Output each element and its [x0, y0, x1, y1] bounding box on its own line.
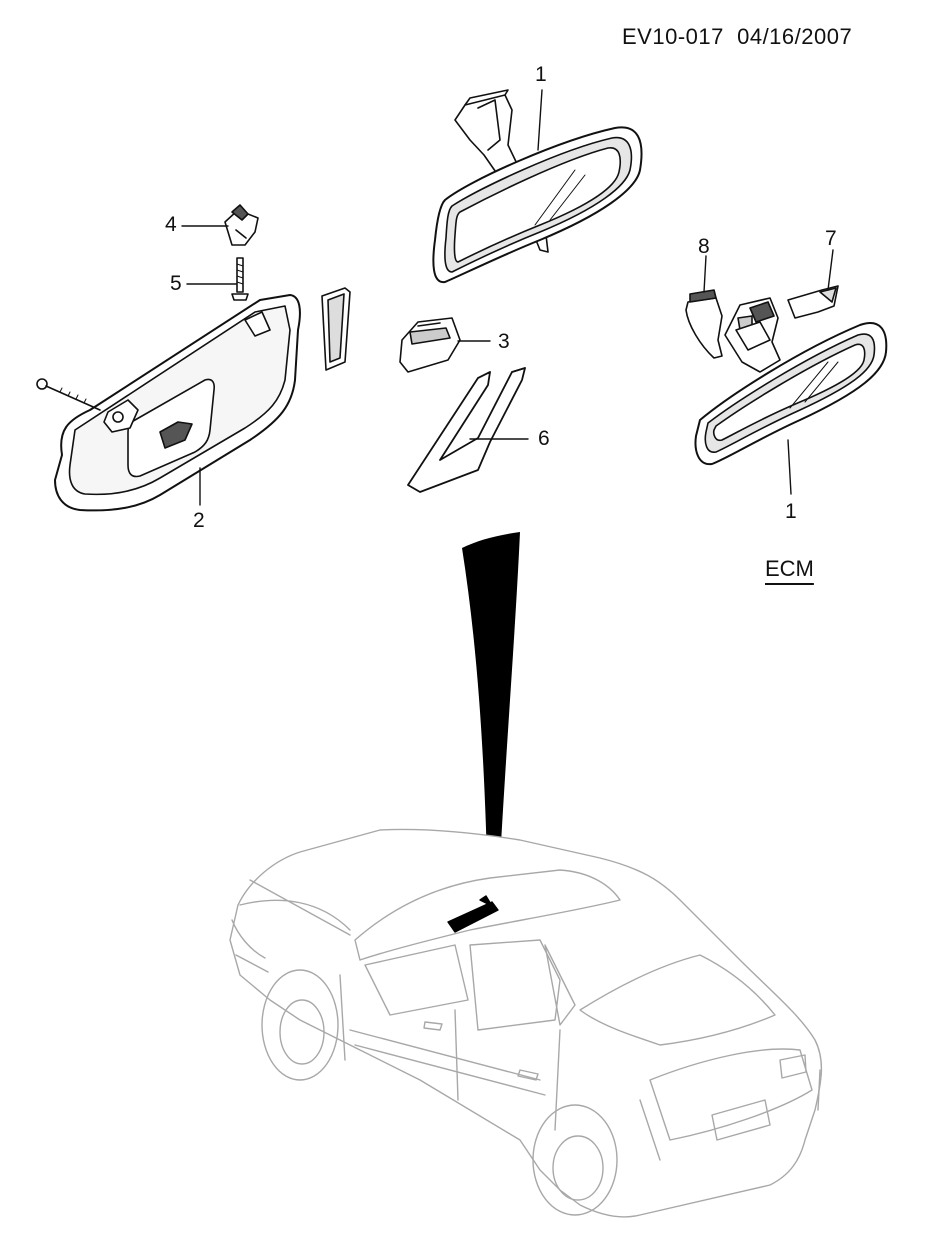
pivot-screw-illustration — [36, 378, 101, 411]
ecm-covers-illustration — [685, 285, 839, 359]
callout-7: 7 — [825, 227, 837, 250]
ecm-mirror-illustration — [694, 297, 888, 466]
car-illustration — [229, 828, 823, 1218]
document-number: EV10-017 — [622, 24, 724, 49]
screw-illustration — [231, 257, 249, 301]
callout-4: 4 — [165, 213, 177, 236]
callout-3: 3 — [498, 330, 510, 353]
callout-8: 8 — [698, 235, 710, 258]
sun-visor-illustration — [54, 287, 351, 512]
visor-holder-illustration — [224, 204, 259, 246]
callout-5: 5 — [170, 272, 182, 295]
cover-strip-illustration — [407, 367, 526, 493]
pointer-band — [462, 532, 520, 900]
rearview-mirror-illustration — [432, 89, 643, 284]
callout-2: 2 — [193, 509, 205, 532]
document-id: EV10-017 04/16/2007 — [622, 24, 852, 50]
callout-1-top: 1 — [535, 63, 547, 86]
callout-6: 6 — [538, 427, 550, 450]
ecm-label: ECM — [765, 556, 814, 581]
callout-1-ecm: 1 — [785, 500, 797, 523]
document-date: 04/16/2007 — [737, 24, 853, 49]
leader-lines — [181, 89, 834, 506]
mirror-cover-illustration — [399, 317, 461, 373]
